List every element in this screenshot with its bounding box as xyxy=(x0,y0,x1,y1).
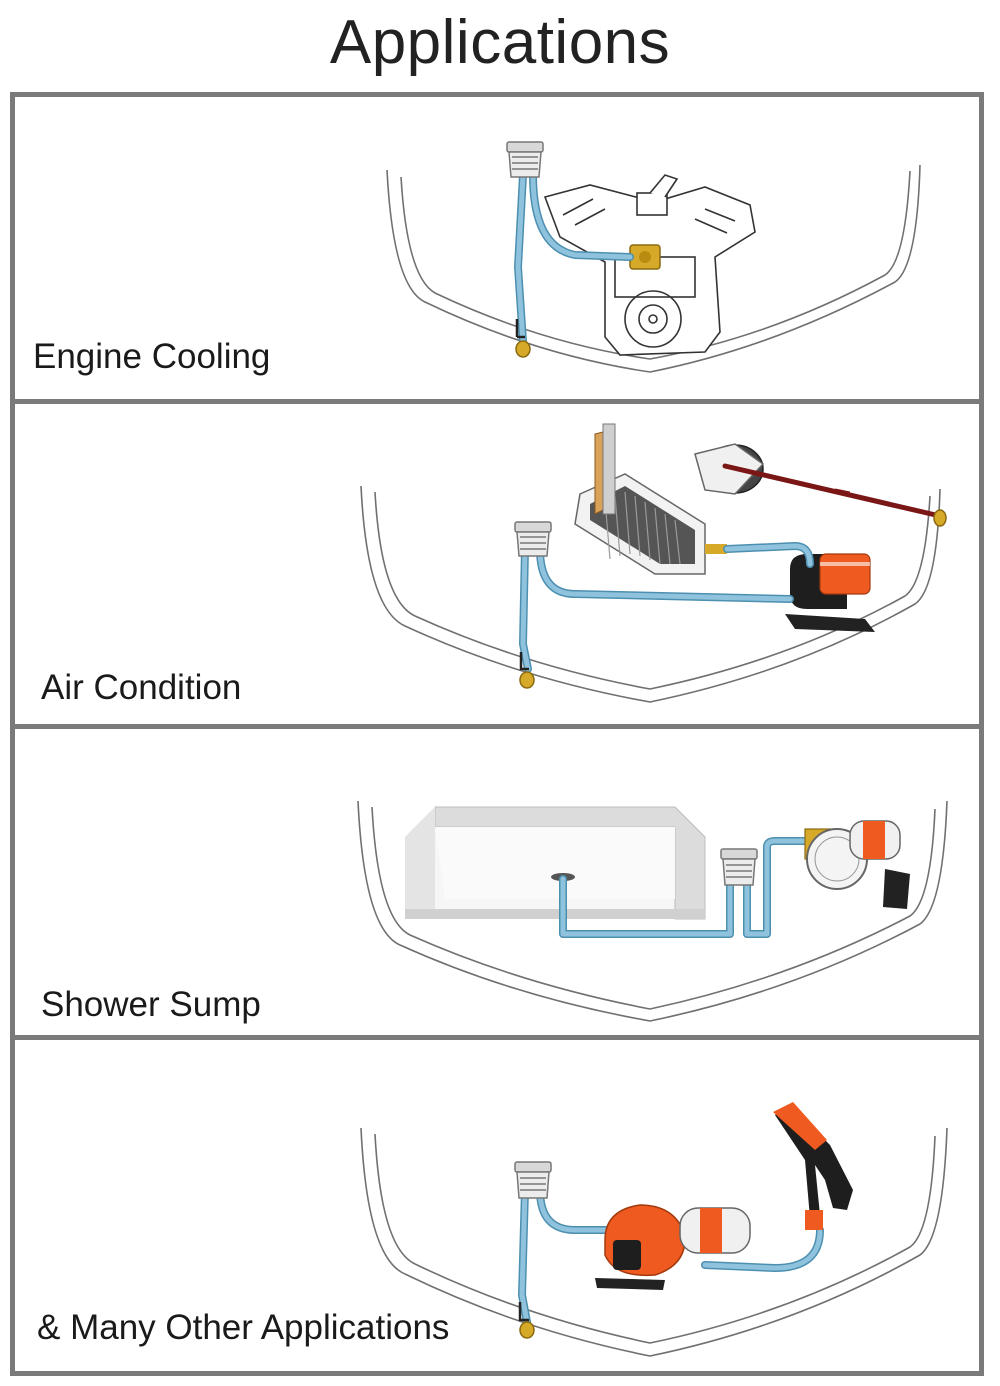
hose xyxy=(559,837,809,938)
panel-engine-cooling: Engine Cooling xyxy=(10,92,984,404)
pump-icon xyxy=(595,1204,751,1290)
shower-sump-diagram xyxy=(357,800,948,1022)
hose xyxy=(514,171,634,346)
hull-outline xyxy=(386,164,921,373)
other-applications-diagram xyxy=(360,1102,948,1357)
panel-other-applications: & Many Other Applications xyxy=(10,1035,984,1376)
panel-label-engine-cooling: Engine Cooling xyxy=(33,337,271,376)
strainer-icon xyxy=(514,1161,552,1199)
thru-hull-fitting-icon xyxy=(518,1302,535,1339)
pump-icon xyxy=(804,820,910,909)
panel-label-shower-sump: Shower Sump xyxy=(41,985,261,1024)
air-conditioner-icon xyxy=(574,423,765,575)
panel-label-other-applications: & Many Other Applications xyxy=(37,1308,450,1347)
spray-nozzle-icon xyxy=(773,1102,853,1230)
engine-cooling-diagram xyxy=(386,141,921,373)
panel-label-air-condition: Air Condition xyxy=(41,668,242,707)
panel-shower-sump: Shower Sump xyxy=(10,724,984,1040)
hull-outline xyxy=(360,1127,948,1357)
ac-discharge-line xyxy=(722,463,947,527)
strainer-icon xyxy=(720,848,758,886)
page-title: Applications xyxy=(329,8,671,77)
air-condition-diagram xyxy=(360,423,947,703)
hull-outline xyxy=(360,485,941,703)
strainer-icon xyxy=(506,141,544,178)
strainer-icon xyxy=(514,521,552,557)
hull-outline xyxy=(357,800,948,1022)
engine-raw-water-pump-icon xyxy=(629,244,661,270)
shower-tray-icon xyxy=(405,806,706,920)
pump-icon xyxy=(785,553,875,632)
thru-hull-fitting-icon xyxy=(515,319,531,358)
engine-icon xyxy=(543,174,756,356)
panel-air-condition: Air Condition xyxy=(10,399,984,729)
hose xyxy=(519,542,814,673)
thru-hull-fitting-icon xyxy=(519,652,535,689)
